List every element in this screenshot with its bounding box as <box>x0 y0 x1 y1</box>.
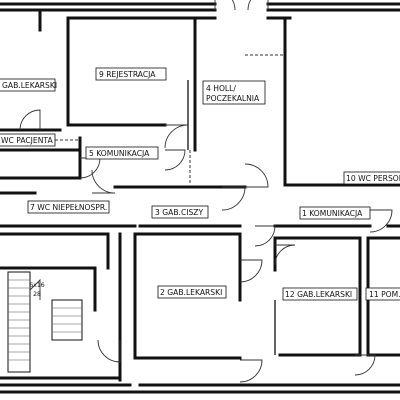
door-swings <box>19 0 393 383</box>
room-label-wc-personel: 10 WC PERSON <box>346 174 400 183</box>
staircase: 6x16 28 <box>7 271 83 373</box>
room-label-komunikacja-1: 1 KOMUNIKACJA <box>302 209 363 218</box>
room-label-gab-lekarski-12: 12 GAB.LEKARSKI <box>285 290 352 299</box>
room-label-holl: 4 HOLL/ <box>206 84 236 93</box>
room-label-wc-pacjenta: WC PACJENTA <box>1 136 53 145</box>
room-label-komunikacja-5: 5 KOMUNIKACJA <box>89 149 150 158</box>
room-label-rejestracja: 9 REJESTRACJA <box>99 70 156 79</box>
room-label-gab-lekarski-2: 2 GAB.LEKARSKI <box>160 288 222 297</box>
stair-dimension-label: 6x16 <box>29 282 45 289</box>
room-label-poczekalnia: POCZEKALNIA <box>206 94 260 103</box>
room-labels: GAB.LEKARSKI 9 REJESTRACJA 4 HOLL/ POCZE… <box>0 67 400 301</box>
room-label-pom-11: 11 POM.S <box>369 290 400 299</box>
room-label-gab-ciszy: 3 GAB.CISZY <box>155 208 204 217</box>
room-label-gab-lekarski-top: GAB.LEKARSKI <box>2 81 57 90</box>
room-label-wc-niepelnosprawni: 7 WC NIEPEŁNOSPR. <box>30 203 107 212</box>
stair-count-label: 28 <box>33 291 41 298</box>
